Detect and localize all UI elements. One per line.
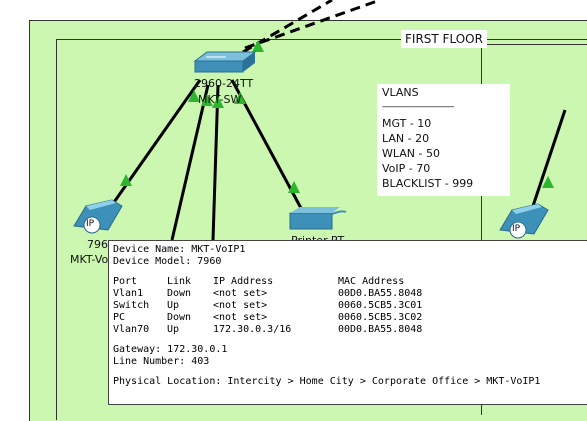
link-up-indicator	[288, 181, 300, 193]
tooltip-physical-location: Physical Location: Intercity > Home City…	[113, 376, 541, 387]
tooltip-line-number: Line Number: 403	[113, 356, 210, 367]
ip-phone-icon-right	[499, 203, 549, 239]
switch-model-label: 2960-24TT	[194, 77, 254, 90]
vlan-entry: WLAN - 50	[382, 147, 440, 160]
first-floor-label: FIRST FLOOR	[401, 30, 487, 48]
port-cell: 0060.5CB5.3C02	[338, 312, 423, 323]
cable-switch-phone	[103, 79, 202, 216]
port-cell: Vlan1	[113, 288, 144, 299]
left-phone-badge: IP	[86, 219, 95, 229]
switch-icon	[193, 51, 257, 73]
port-table: Port Link IP Address MAC Address Vlan1 D…	[113, 276, 585, 336]
right-phone-badge: IP	[512, 224, 521, 234]
port-cell: 0060.5CB5.3C01	[338, 300, 423, 311]
device-info-tooltip: Device Name: MKT-VoIP1 Device Model: 796…	[108, 240, 587, 405]
port-table-header: Port	[113, 276, 138, 287]
port-cell: PC	[113, 312, 126, 323]
port-cell: Vlan70	[113, 324, 150, 335]
tooltip-device-name: Device Name: MKT-VoIP1	[113, 244, 246, 255]
port-table-header: Link	[167, 276, 192, 287]
port-cell: 00D0.BA55.8048	[338, 324, 423, 335]
link-up-indicator	[201, 94, 213, 106]
vlan-note[interactable]: VLANS ----------------------------------…	[377, 84, 510, 196]
vlan-entry: BLACKLIST - 999	[382, 177, 474, 190]
vlan-entry: LAN - 20	[382, 132, 430, 145]
vlan-note-separator: --------------------------------------	[382, 102, 455, 111]
port-table-header: MAC Address	[338, 276, 405, 287]
tooltip-device-model: Device Model: 7960	[113, 256, 222, 267]
link-up-indicator	[212, 96, 224, 108]
port-cell: <not set>	[213, 288, 268, 299]
link-up-indicator	[120, 174, 132, 186]
port-cell: Down	[167, 312, 192, 323]
phone-name-label: MKT-Vo	[70, 253, 109, 266]
port-table-header: IP Address	[213, 276, 274, 287]
link-up-indicator	[252, 40, 264, 52]
port-cell: Up	[167, 324, 180, 335]
link-up-indicator	[234, 92, 246, 104]
link-up-indicator	[542, 176, 554, 188]
first-floor-area	[56, 39, 587, 420]
cable-switch-device2	[170, 84, 210, 241]
cable-right-phone	[528, 109, 567, 216]
port-cell: Up	[167, 300, 180, 311]
port-cell: <not set>	[213, 312, 268, 323]
tooltip-gateway: Gateway: 172.30.0.1	[113, 344, 228, 355]
switch-name-label: MKT-SW	[198, 93, 242, 106]
vlan-note-title: VLANS	[382, 86, 419, 99]
cable-links	[73, 0, 567, 241]
cable-switch-device3	[211, 84, 220, 241]
port-cell: Switch	[113, 300, 150, 311]
vlan-entry: MGT - 10	[382, 117, 432, 130]
adjacent-room-area	[481, 44, 587, 415]
port-cell: Down	[167, 288, 192, 299]
port-cell: 00D0.BA55.8048	[338, 288, 423, 299]
uplink-cable-2	[244, 0, 381, 50]
link-up-indicator	[188, 90, 200, 102]
vlan-entry: VoIP - 70	[382, 162, 431, 175]
printer-icon	[289, 207, 347, 230]
ip-phone-icon	[73, 199, 123, 234]
port-cell: <not set>	[213, 300, 268, 311]
port-cell: 172.30.0.3/16	[213, 324, 292, 335]
